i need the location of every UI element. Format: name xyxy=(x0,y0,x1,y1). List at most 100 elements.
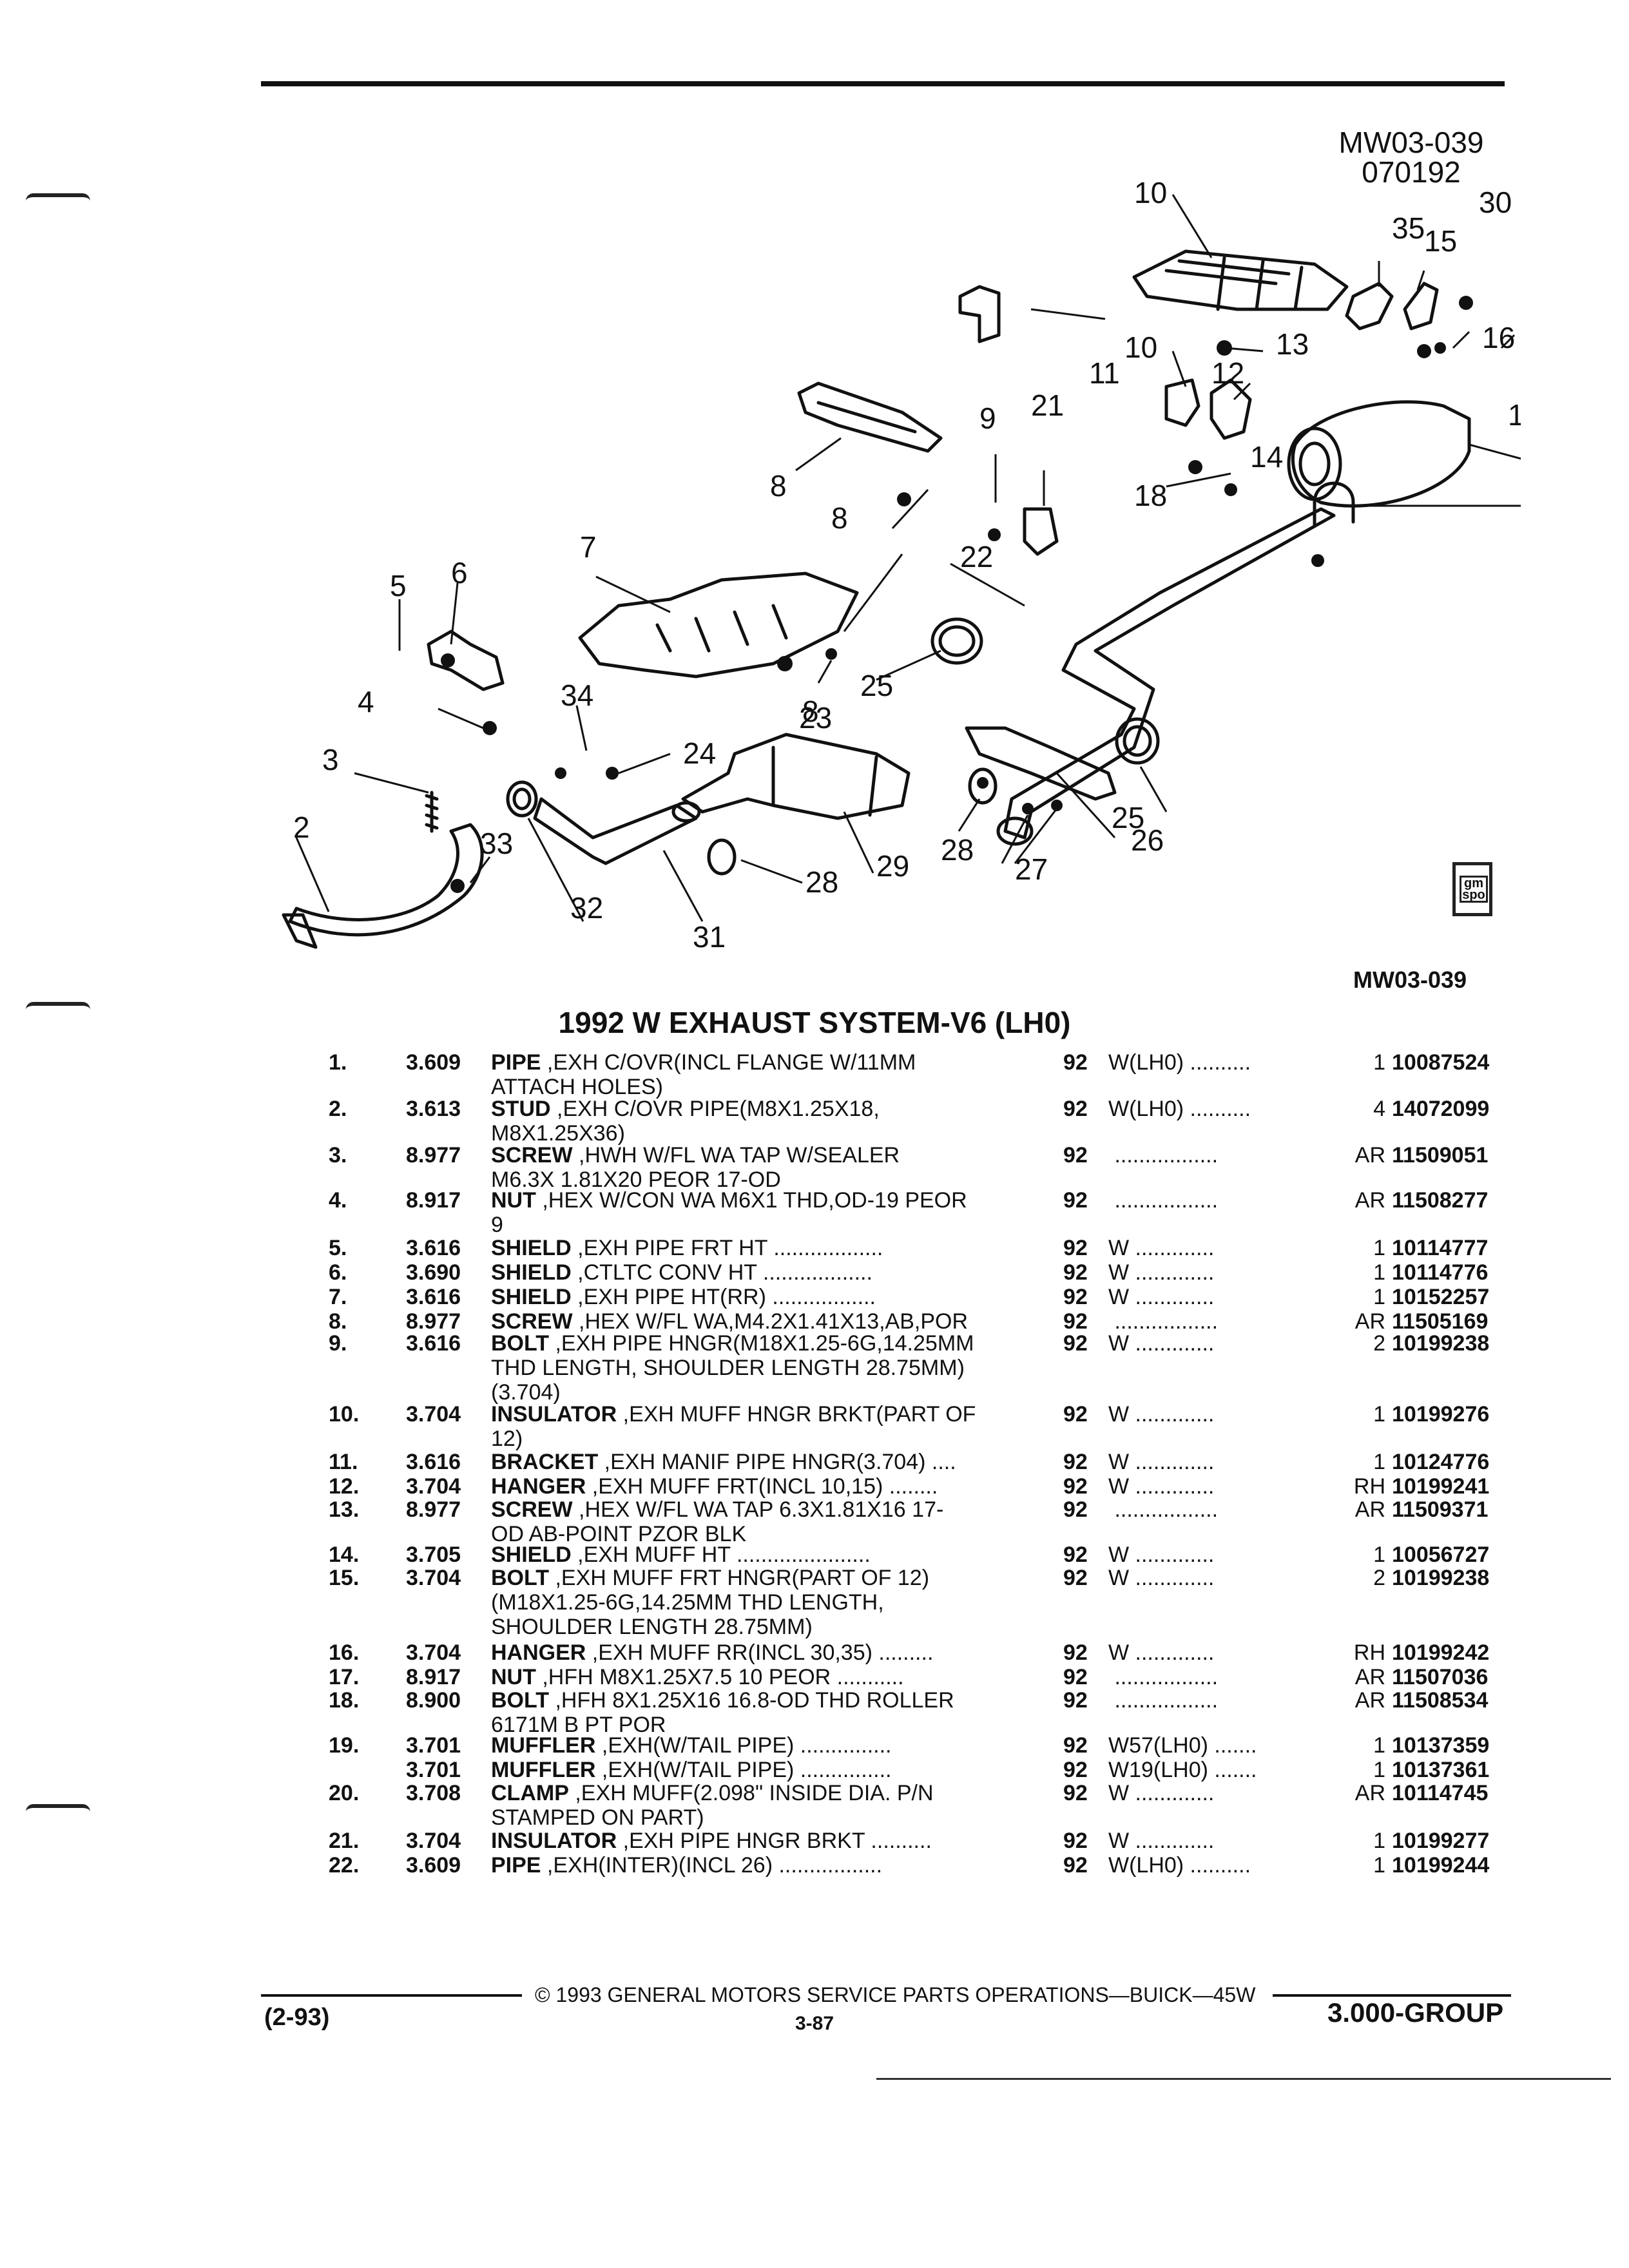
gm-part-number: 11507036 xyxy=(1392,1665,1489,1689)
quantity: 1 xyxy=(1373,1733,1385,1758)
quantity: 2 xyxy=(1373,1331,1385,1356)
part-description: SCREW ,HEX W/FL WA TAP 6.3X1.81X16 17- xyxy=(491,1497,943,1522)
part-description-text: ,EXH MUFF(2.098" INSIDE DIA. P/N xyxy=(568,1781,934,1805)
part-name: SHIELD xyxy=(491,1260,572,1285)
part-description-continued: (3.704) xyxy=(491,1380,561,1405)
model-year: 92 xyxy=(1063,1853,1088,1878)
part-name: SCREW xyxy=(491,1497,573,1522)
gm-part-number: 11508277 xyxy=(1392,1188,1489,1213)
application: W(LH0) .......... xyxy=(1108,1050,1251,1075)
callout-25-bottom: 25 xyxy=(1112,801,1144,834)
part-description: BOLT ,EXH MUFF FRT HNGR(PART OF 12) xyxy=(491,1566,929,1590)
quantity: 1 xyxy=(1373,1829,1385,1853)
part-description: SCREW ,HEX W/FL WA,M4.2X1.41X13,AB,POR xyxy=(491,1309,968,1334)
model-year: 92 xyxy=(1063,1640,1088,1665)
part-number: 12. xyxy=(329,1474,360,1499)
callout-13: 13 xyxy=(1276,327,1309,361)
exhaust-diagram-svg: 10 30 35 15 16 13 10 11 12 18 21 9 14 19… xyxy=(282,176,1588,954)
part-name: SHIELD xyxy=(491,1542,572,1567)
date-code: (2-93) xyxy=(264,2004,330,2031)
part-description-continued: OD AB-POINT PZOR BLK xyxy=(491,1522,747,1546)
part-name: SHIELD xyxy=(491,1285,572,1309)
application: W ............. xyxy=(1108,1474,1215,1499)
drawing-id-caption: MW03-039 xyxy=(1353,966,1467,993)
quantity: AR xyxy=(1354,1781,1385,1805)
part-description-text: ,HFH M8X1.25X7.5 10 PEOR ........... xyxy=(535,1665,904,1689)
application: ................. xyxy=(1108,1309,1219,1334)
part-description-text: ,EXH MUFF HNGR BRKT(PART OF xyxy=(617,1402,976,1427)
part-description-text: ,EXH MUFF FRT(INCL 10,15) ........ xyxy=(586,1474,938,1499)
callout-16: 15 xyxy=(1424,224,1457,258)
model-year: 92 xyxy=(1063,1688,1088,1713)
part-name: CLAMP xyxy=(491,1781,569,1805)
model-year: 92 xyxy=(1063,1665,1088,1689)
part-description-text: ,EXH(INTER)(INCL 26) ................. xyxy=(541,1853,883,1878)
callout-15: 14 xyxy=(1250,440,1283,474)
part-description: BOLT ,EXH PIPE HNGR(M18X1.25-6G,14.25MM xyxy=(491,1331,974,1356)
model-year: 92 xyxy=(1063,1497,1088,1522)
callout-10: 10 xyxy=(1124,331,1157,364)
group-code: 3.616 xyxy=(406,1285,461,1309)
application: W57(LH0) ....... xyxy=(1108,1733,1257,1758)
callout-9: 9 xyxy=(979,401,996,435)
front-pipe-heat-shield xyxy=(427,629,505,691)
application: ................. xyxy=(1108,1143,1219,1168)
intermediate-pipe xyxy=(1003,507,1336,840)
callout-30: 30 xyxy=(1479,186,1512,219)
group-code: 3.704 xyxy=(406,1474,461,1499)
catalytic-converter-heat-shield xyxy=(578,572,859,678)
part-description-continued: 6171M B PT POR xyxy=(491,1713,666,1737)
group-code: 3.613 xyxy=(406,1097,461,1121)
group-code: 8.977 xyxy=(406,1309,461,1334)
part-name: BOLT xyxy=(491,1566,550,1590)
part-name: INSULATOR xyxy=(491,1402,617,1427)
gm-part-number: 11509051 xyxy=(1392,1143,1489,1168)
part-name: PIPE xyxy=(491,1853,541,1878)
muffler-front-hanger xyxy=(1210,378,1252,440)
part-number: 3. xyxy=(329,1143,347,1168)
application: W ............. xyxy=(1108,1829,1215,1853)
group-code: 3.616 xyxy=(406,1331,461,1356)
drawing-date: 070192 xyxy=(1362,155,1461,189)
part-number: 8. xyxy=(329,1309,347,1334)
gm-part-number: 11509371 xyxy=(1392,1497,1489,1522)
group-code: 3.705 xyxy=(406,1542,461,1567)
part-description-continued: M6.3X 1.81X20 PEOR 17-OD xyxy=(491,1168,781,1192)
callout-1: 2 xyxy=(293,811,310,844)
part-number: 17. xyxy=(329,1665,360,1689)
model-year: 92 xyxy=(1063,1829,1088,1853)
muffler-heat-shield xyxy=(1132,249,1349,311)
group-code: 8.917 xyxy=(406,1665,461,1689)
part-description: SHIELD ,EXH PIPE FRT HT ................… xyxy=(491,1236,883,1260)
quantity: 1 xyxy=(1373,1853,1385,1878)
gm-part-number: 10114776 xyxy=(1392,1260,1489,1285)
part-description-text: ,CTLTC CONV HT .................. xyxy=(571,1260,872,1285)
part-description-text: ,HEX W/FL WA TAP 6.3X1.81X16 17- xyxy=(572,1497,944,1522)
muffler-rear-hanger-16 xyxy=(1403,282,1439,331)
callout-12: 12 xyxy=(1211,356,1244,390)
quantity: AR xyxy=(1354,1688,1385,1713)
group-code: 3.616 xyxy=(406,1450,461,1474)
part-description-text: ,EXH MUFF HT ...................... xyxy=(571,1542,871,1567)
callout-26: 26 xyxy=(1131,823,1164,857)
callout-6: 7 xyxy=(580,530,597,564)
part-number: 11. xyxy=(329,1450,358,1474)
part-description: PIPE ,EXH C/OVR(INCL FLANGE W/11MM xyxy=(491,1050,916,1075)
model-year: 92 xyxy=(1063,1733,1088,1758)
model-year: 92 xyxy=(1063,1097,1088,1121)
part-description: HANGER ,EXH MUFF FRT(INCL 10,15) .......… xyxy=(491,1474,938,1499)
group-code: 3.704 xyxy=(406,1402,461,1427)
application: W ............. xyxy=(1108,1402,1215,1427)
callout-8-top: 8 xyxy=(831,501,848,535)
quantity: 1 xyxy=(1373,1236,1385,1260)
application: ................. xyxy=(1108,1188,1219,1213)
quantity: RH xyxy=(1353,1640,1385,1665)
callout-28-left: 28 xyxy=(805,865,838,899)
part-description-continued: (M18X1.25-6G,14.25MM THD LENGTH, xyxy=(491,1590,884,1615)
part-description-text: ,EXH C/OVR(INCL FLANGE W/11MM xyxy=(541,1050,916,1075)
application: ................. xyxy=(1108,1497,1219,1522)
part-description: INSULATOR ,EXH MUFF HNGR BRKT(PART OF xyxy=(491,1402,976,1427)
model-year: 92 xyxy=(1063,1309,1088,1334)
part-number: 9. xyxy=(329,1331,347,1356)
group-code: 3.701 xyxy=(406,1733,461,1758)
